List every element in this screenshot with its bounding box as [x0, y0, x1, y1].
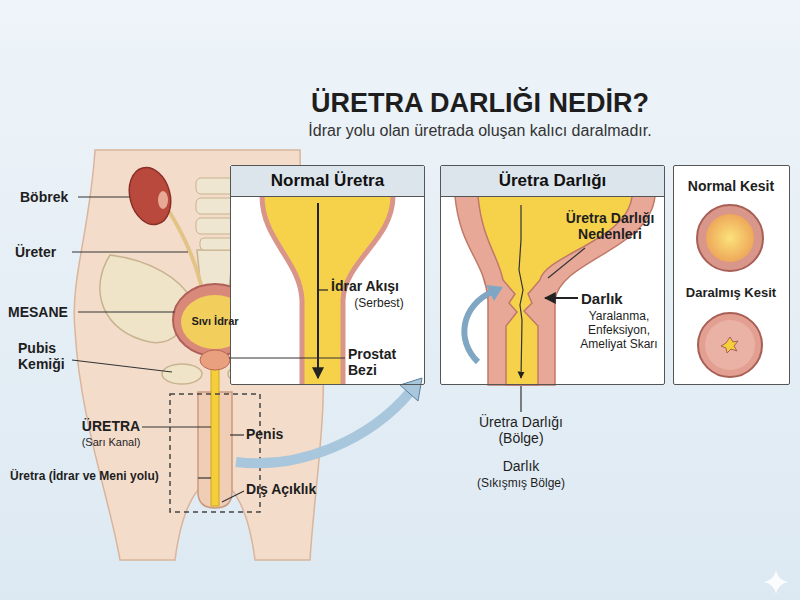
anatomy-note: (Sarı Kanal)	[76, 436, 146, 449]
region-note: (Sıkışmış Bölge)	[446, 477, 596, 491]
anatomy-label: Sıvı İdrar	[180, 315, 250, 328]
leader-line	[229, 357, 345, 358]
zoom-arrow-head	[400, 378, 422, 401]
leader-line	[198, 477, 211, 478]
kidney-hilum	[158, 191, 168, 209]
urethra-wall	[262, 196, 302, 385]
main-title: ÜRETRA DARLIĞI NEDİR?	[230, 88, 730, 119]
panel-title: Üretra Darlığı	[441, 166, 664, 197]
panel-title: Normal Üretra	[231, 166, 424, 197]
callout-text: Üretra Darlığı Nedenleri	[557, 210, 663, 242]
watermark-star	[764, 570, 788, 594]
anatomy-label: Penis	[246, 426, 306, 442]
leader-line	[78, 196, 130, 197]
leader-line	[72, 360, 172, 372]
anatomy-label: Prostat Bezi	[348, 346, 422, 378]
callout-note: (Serbest)	[339, 297, 419, 311]
leader-line	[548, 248, 585, 278]
leader-line	[72, 251, 188, 252]
anatomy-label: Dış Açıklık	[246, 481, 356, 497]
normal-cross-section	[697, 205, 763, 271]
region-label: Darlık	[471, 458, 571, 474]
pointer-arrow	[545, 297, 578, 299]
leader-line	[142, 426, 211, 427]
leader-line	[78, 311, 175, 312]
section-title: Daralmış Kesit	[674, 286, 788, 301]
panel-background	[230, 165, 425, 385]
region-label: Üretra Darlığı (Bölge)	[456, 414, 586, 446]
panel-background	[673, 165, 790, 385]
zoom-arrow	[236, 391, 411, 463]
anatomy-label: Üreter	[15, 244, 73, 260]
callout-text: İdrar Akışı	[331, 278, 426, 294]
anatomy-label: Üretra (İdrar ve Meni yolu)	[10, 470, 200, 484]
curved-arrow-head	[486, 285, 503, 301]
callout-note: Yaralanma, Enfeksiyon, Ameliyat Skarı	[577, 310, 661, 351]
urethra-canal	[211, 350, 219, 506]
leader-line	[222, 491, 244, 502]
leader-line	[230, 434, 244, 435]
callout-text: Darlık	[581, 290, 641, 307]
anatomy-label: Pubis Kemiği	[18, 340, 76, 372]
leader-line	[318, 289, 328, 290]
narrowed-cross-section	[698, 313, 762, 377]
vertebra	[200, 238, 234, 250]
thickened-wall	[705, 320, 755, 370]
anatomy-label: Böbrek	[20, 189, 80, 205]
section-title: Normal Kesit	[674, 178, 788, 194]
stricture-panel: Üretra DarlığıÜretra Darlığı NedenleriDa…	[440, 165, 665, 385]
pubic-bone	[162, 364, 202, 384]
anatomy-label: ÜRETRA	[78, 418, 144, 434]
cross-section-panel: Normal KesitDaralmış Kesit	[673, 165, 790, 385]
leader-line	[520, 386, 521, 412]
open-lumen	[706, 214, 754, 262]
curved-arrow	[464, 292, 492, 362]
prostate	[200, 350, 230, 370]
kidney	[123, 163, 177, 229]
narrowed-lumen	[721, 337, 738, 353]
panel-background	[440, 165, 665, 385]
anatomy-label: MESANE	[8, 304, 78, 320]
flow-arrow	[519, 205, 523, 378]
subtitle: İdrar yolu olan üretrada oluşan kalıcı d…	[230, 122, 730, 140]
